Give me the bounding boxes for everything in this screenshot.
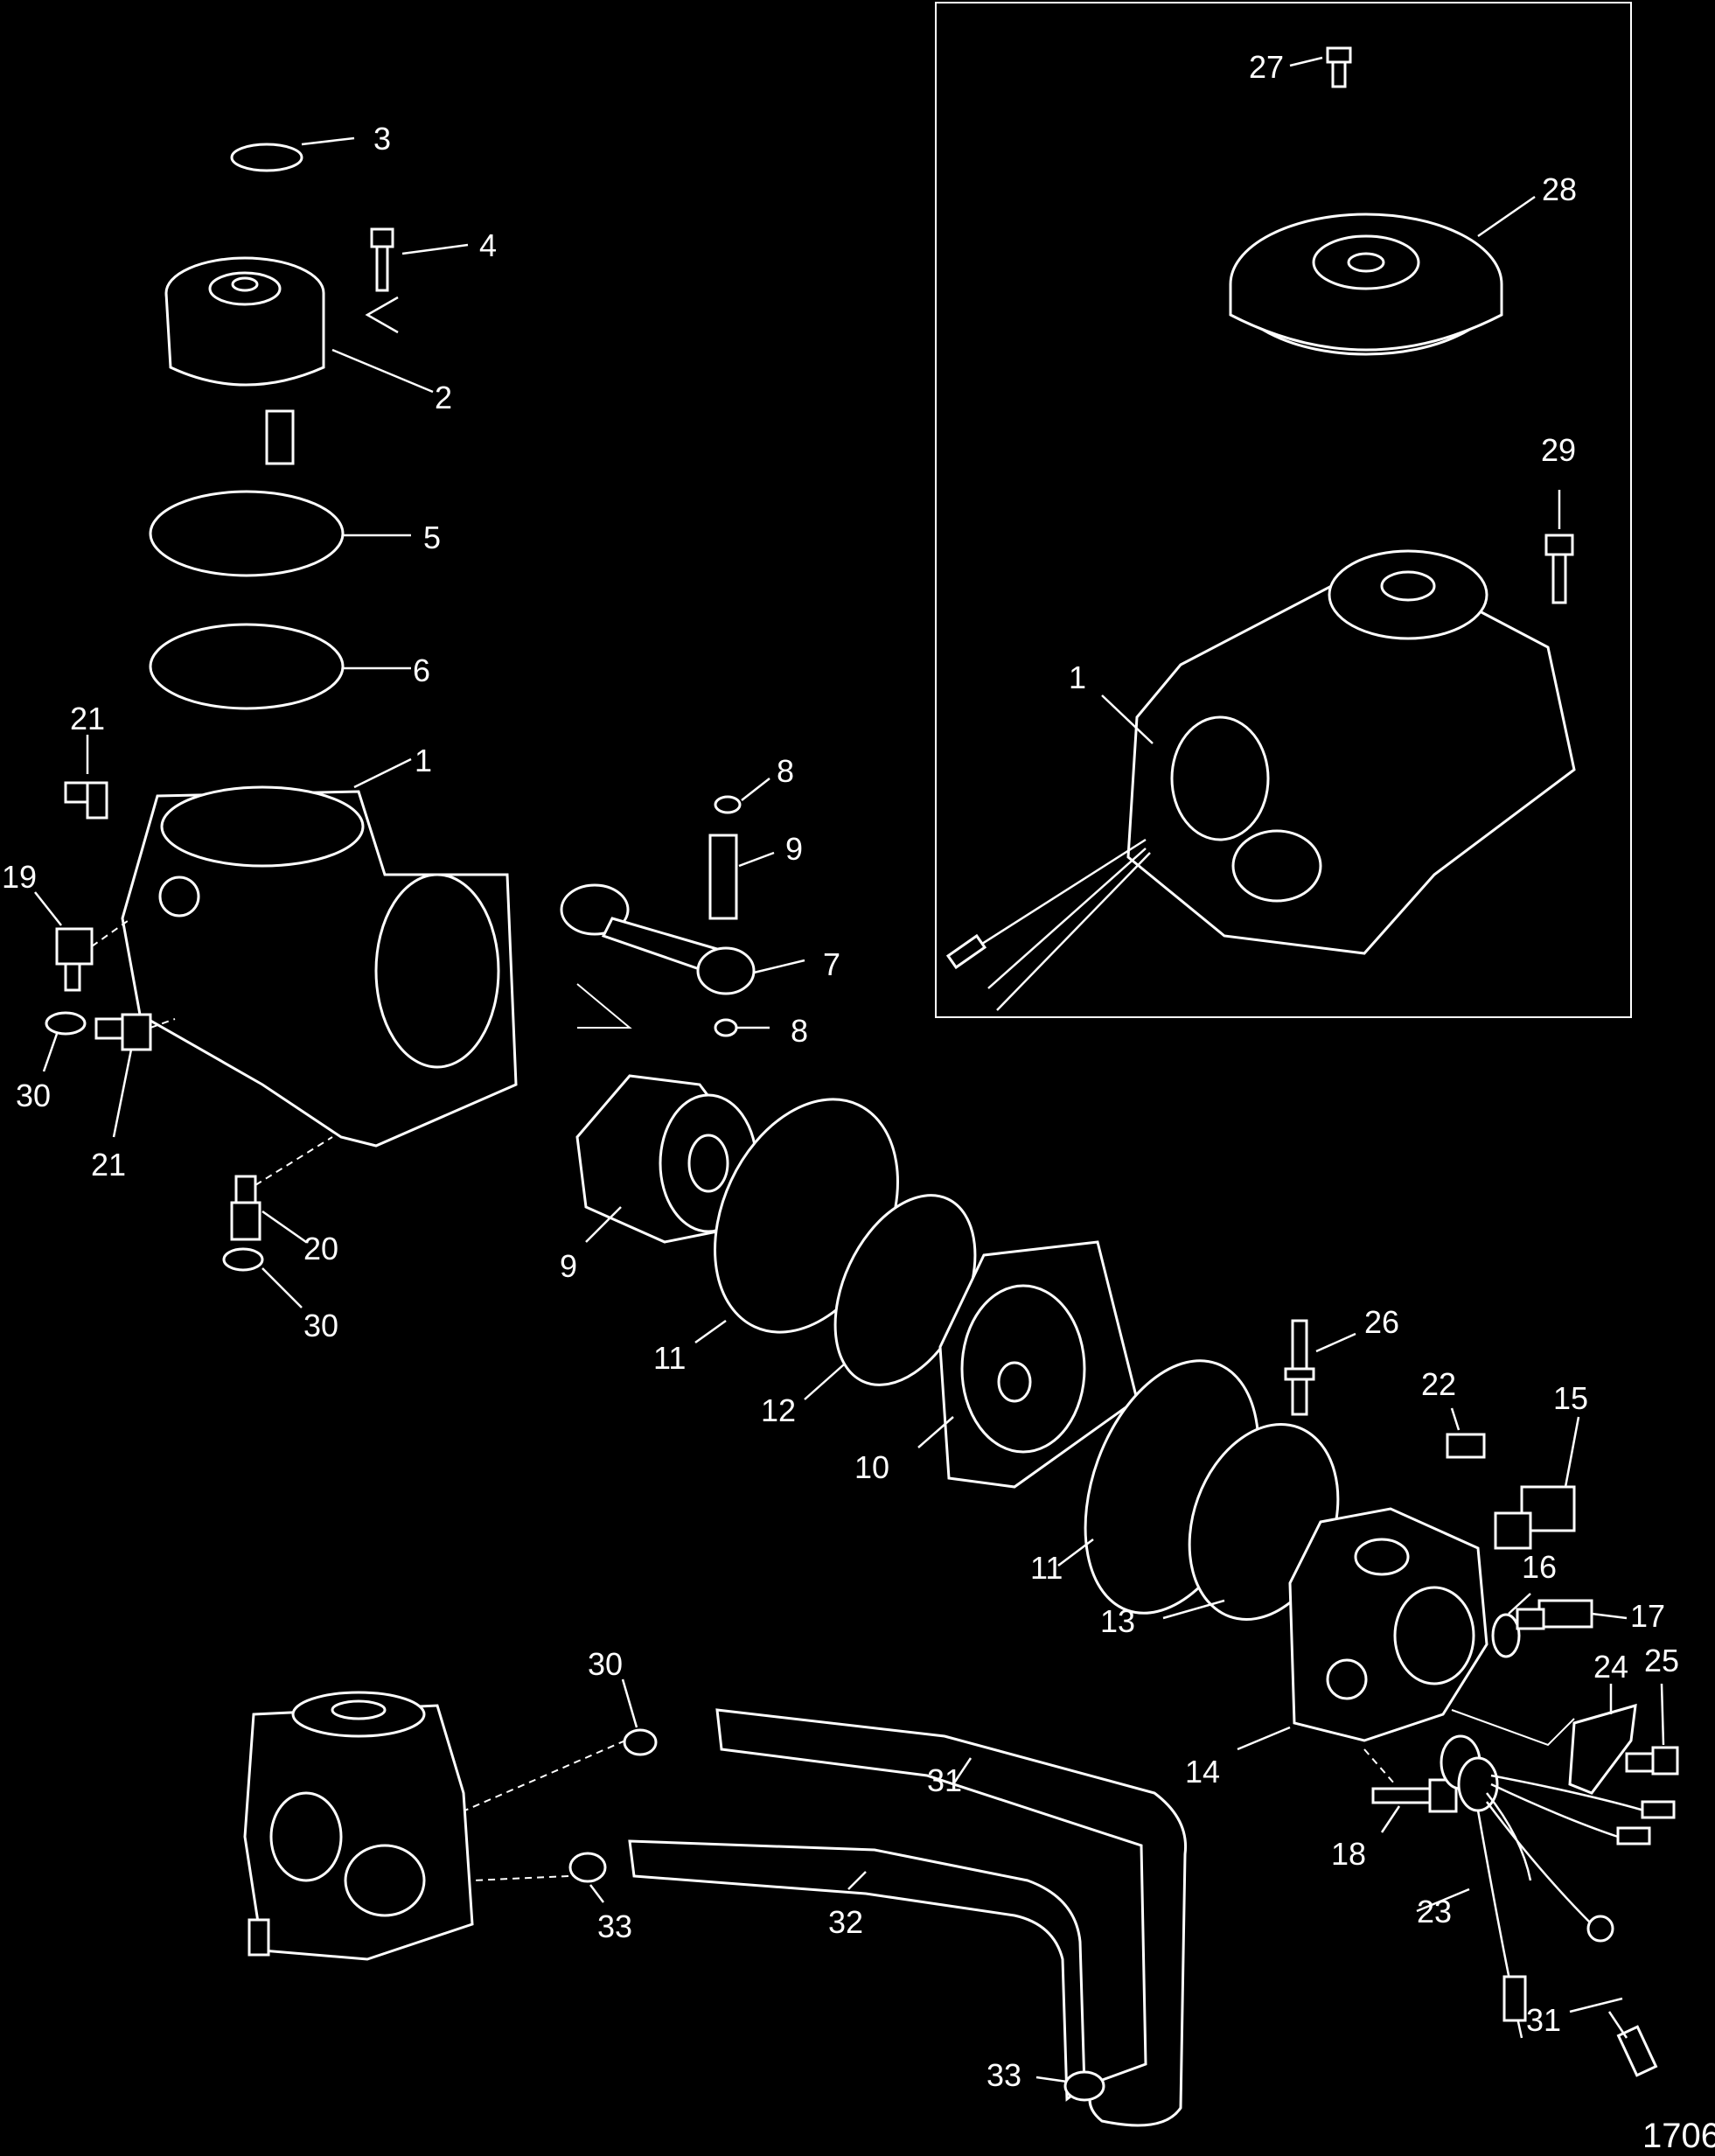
callout-11-lower: 11 bbox=[1030, 1550, 1063, 1586]
screw-27-part bbox=[1289, 46, 1352, 88]
retaining-ring-8-lower-part bbox=[714, 1018, 770, 1037]
callout-9-piston: 9 bbox=[560, 1248, 577, 1284]
connecting-rod-7-part bbox=[560, 883, 805, 1029]
callout-28: 28 bbox=[1542, 171, 1577, 207]
callout-17: 17 bbox=[1630, 1598, 1665, 1634]
o-ring-16-part bbox=[1491, 1593, 1531, 1658]
callout-19: 19 bbox=[2, 859, 37, 895]
callout-5: 5 bbox=[423, 520, 441, 555]
callout-21-lower: 21 bbox=[91, 1147, 126, 1183]
cover-assembly-part bbox=[164, 256, 434, 465]
callout-10: 10 bbox=[854, 1449, 889, 1485]
callout-16: 16 bbox=[1522, 1549, 1557, 1585]
fitting-21-top-part bbox=[64, 735, 108, 820]
callout-1-inset: 1 bbox=[1069, 659, 1086, 695]
screw-29-part bbox=[1544, 490, 1574, 604]
callout-3: 3 bbox=[373, 121, 391, 157]
retaining-ring-8-top-part bbox=[714, 778, 770, 814]
piston-pin-9-part bbox=[708, 834, 775, 920]
valve-plate-10-part bbox=[917, 1240, 1139, 1489]
callout-8-top: 8 bbox=[777, 753, 794, 789]
snap-ring-part bbox=[230, 136, 355, 172]
callout-11-upper: 11 bbox=[653, 1340, 686, 1376]
screw-part bbox=[365, 227, 469, 334]
bracket-24-part bbox=[1568, 1684, 1637, 1795]
screw-25-part bbox=[1625, 1683, 1679, 1776]
terminal-31-part bbox=[1569, 1997, 1658, 2077]
pump-assembly-inset-part bbox=[945, 549, 1576, 1011]
fitting-15-part bbox=[1494, 1416, 1580, 1550]
pump-cover-14-part bbox=[1237, 1507, 1575, 1751]
callout-30-hose: 30 bbox=[588, 1646, 623, 1682]
callout-27: 27 bbox=[1249, 49, 1284, 85]
callout-4: 4 bbox=[479, 227, 497, 263]
callout-12: 12 bbox=[761, 1392, 796, 1428]
fitting-17-part bbox=[1516, 1599, 1628, 1630]
callout-24: 24 bbox=[1593, 1649, 1628, 1685]
clamp-30-hose-part bbox=[454, 1678, 658, 1816]
clamp-30-lower-part bbox=[222, 1247, 303, 1308]
screw-18-part bbox=[1363, 1748, 1458, 1833]
callout-30-left: 30 bbox=[16, 1078, 51, 1113]
callout-7: 7 bbox=[823, 946, 840, 982]
callout-22: 22 bbox=[1421, 1366, 1456, 1402]
fitting-22-part bbox=[1446, 1407, 1486, 1459]
fitting-21-lower-part bbox=[94, 1013, 176, 1138]
wiring-harness-23-part bbox=[1416, 1734, 1676, 2039]
pump-assembly-lower-part bbox=[243, 1691, 474, 1961]
callout-30-lower: 30 bbox=[303, 1308, 338, 1343]
callout-9-pin: 9 bbox=[785, 831, 803, 867]
o-ring-6-part bbox=[149, 623, 411, 710]
callout-25: 25 bbox=[1644, 1643, 1679, 1678]
callout-15: 15 bbox=[1553, 1380, 1588, 1416]
callout-23: 23 bbox=[1417, 1894, 1452, 1929]
fitting-20-part bbox=[230, 1136, 333, 1244]
callout-33-upper: 33 bbox=[597, 1908, 632, 1944]
callout-21-top: 21 bbox=[70, 701, 105, 736]
callout-1-main: 1 bbox=[415, 743, 432, 778]
callout-2: 2 bbox=[435, 380, 452, 415]
stud-26-part bbox=[1284, 1319, 1356, 1416]
clamp-30-left-part bbox=[42, 1011, 87, 1072]
callout-18: 18 bbox=[1331, 1836, 1366, 1872]
pump-housing-part bbox=[121, 757, 518, 1148]
callout-33-lower: 33 bbox=[986, 2057, 1021, 2093]
callout-31-terminal: 31 bbox=[1526, 2002, 1561, 2038]
inset-frame bbox=[935, 2, 1632, 1018]
clamp-33-upper-part bbox=[471, 1852, 607, 1903]
clamp-33-lower-part bbox=[1035, 2070, 1105, 2102]
callout-8-lower: 8 bbox=[791, 1013, 808, 1049]
callout-20: 20 bbox=[303, 1231, 338, 1266]
callout-13: 13 bbox=[1100, 1603, 1135, 1639]
o-ring-5-part bbox=[149, 490, 411, 577]
figure-number: 1706 bbox=[1642, 2117, 1715, 2155]
callout-32: 32 bbox=[828, 1904, 863, 1940]
flywheel-28-part bbox=[1229, 195, 1536, 356]
callout-6: 6 bbox=[413, 652, 430, 688]
callout-26: 26 bbox=[1364, 1304, 1399, 1340]
fitting-19-part bbox=[34, 891, 132, 992]
callout-31-hose: 31 bbox=[927, 1762, 962, 1798]
callout-29: 29 bbox=[1541, 432, 1576, 468]
callout-14: 14 bbox=[1185, 1754, 1220, 1790]
